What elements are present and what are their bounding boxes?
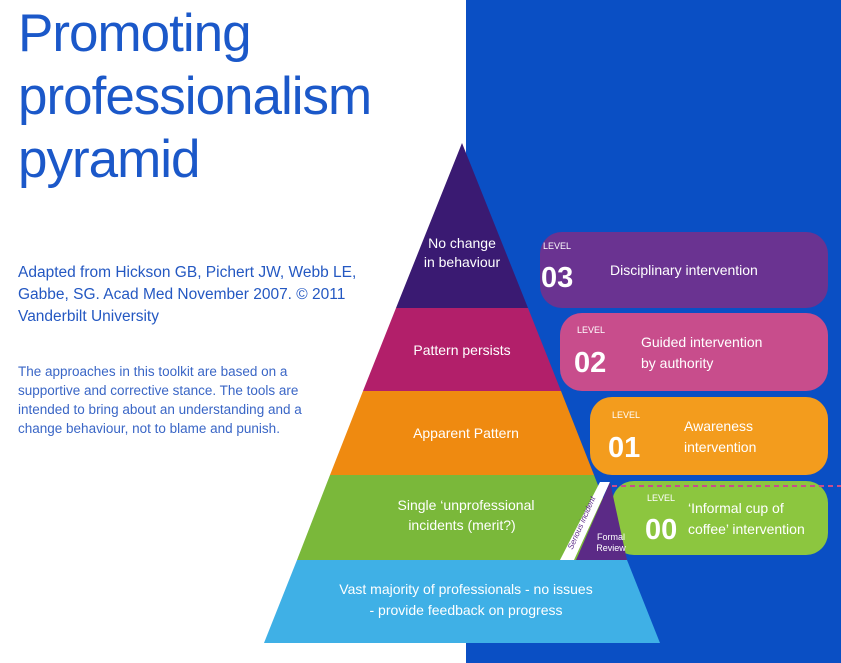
citation-line-1: Adapted from Hickson GB, Pichert JW, Web… bbox=[18, 264, 357, 281]
level-00-text-line-1: ‘Informal cup of bbox=[688, 500, 784, 516]
level-00-text-line-2: coffee’ intervention bbox=[688, 521, 805, 537]
description-line-1: The approaches in this toolkit are based… bbox=[18, 364, 288, 379]
title-line-1: Promoting bbox=[18, 4, 252, 63]
citation-text: Adapted from Hickson GB, Pichert JW, Web… bbox=[18, 262, 378, 328]
tier-apparent-pattern-label: Apparent Pattern bbox=[413, 425, 519, 441]
tier-vast-majority-line-2: - provide feedback on progress bbox=[370, 602, 563, 618]
tier-no-change-line-2: in behaviour bbox=[424, 254, 501, 270]
tier-apparent-pattern bbox=[330, 391, 594, 475]
title-line-3: pyramid bbox=[18, 130, 201, 189]
level-01-text-line-2: intervention bbox=[684, 439, 756, 455]
level-02-bar bbox=[560, 313, 828, 391]
level-00-number: 00 bbox=[645, 514, 677, 546]
citation-line-3: Vanderbilt University bbox=[18, 308, 159, 325]
description-line-4: change behaviour, not to blame and punis… bbox=[18, 421, 280, 436]
serious-incident-strip bbox=[560, 482, 610, 560]
level-02-text-line-1: Guided intervention bbox=[641, 334, 762, 350]
level-02-number: 02 bbox=[574, 347, 606, 379]
description-text: The approaches in this toolkit are based… bbox=[18, 362, 338, 438]
formal-review-wedge bbox=[576, 482, 627, 560]
formal-review-line-1: Formal bbox=[597, 532, 625, 542]
level-03-bar bbox=[540, 232, 828, 308]
level-00-bar bbox=[612, 481, 828, 555]
level-01-number: 01 bbox=[608, 432, 640, 464]
level-00-word: LEVEL bbox=[647, 493, 675, 503]
level-01-text-line-1: Awareness bbox=[684, 418, 753, 434]
level-02-text-line-2: by authority bbox=[641, 355, 713, 371]
tier-single-incidents bbox=[297, 475, 627, 560]
tier-pattern-persists bbox=[363, 308, 561, 391]
page-title: Promoting professionalism pyramid bbox=[18, 2, 372, 191]
tier-single-incidents-line-2: incidents (merit?) bbox=[408, 517, 515, 533]
tier-no-change bbox=[396, 143, 528, 308]
formal-review-line-2: Review bbox=[596, 543, 626, 553]
tier-single-incidents-line-1: Single ‘unprofessional bbox=[398, 497, 535, 513]
level-01-bar bbox=[590, 397, 828, 475]
level-03-word: LEVEL bbox=[543, 241, 571, 251]
title-line-2: professionalism bbox=[18, 67, 372, 126]
tier-vast-majority bbox=[264, 560, 660, 643]
tier-vast-majority-line-1: Vast majority of professionals - no issu… bbox=[339, 581, 592, 597]
level-03-number: 03 bbox=[541, 262, 573, 294]
tier-no-change-line-1: No change bbox=[428, 235, 496, 251]
level-01-word: LEVEL bbox=[612, 410, 640, 420]
level-02-word: LEVEL bbox=[577, 325, 605, 335]
description-line-3: intended to bring about an understanding… bbox=[18, 402, 302, 417]
tier-pattern-persists-label: Pattern persists bbox=[413, 342, 510, 358]
level-03-text-line-1: Disciplinary intervention bbox=[610, 262, 758, 278]
citation-line-2: Gabbe, SG. Acad Med November 2007. © 201… bbox=[18, 286, 346, 303]
description-line-2: supportive and corrective stance. The to… bbox=[18, 383, 299, 398]
